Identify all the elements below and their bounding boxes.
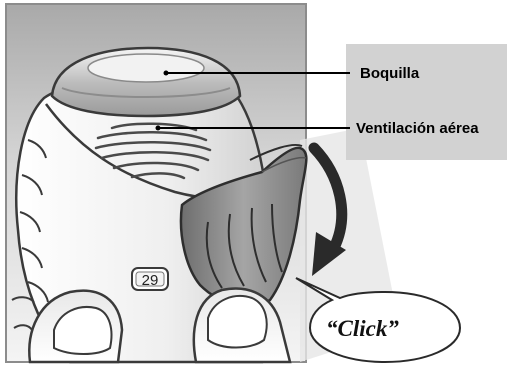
dose-counter-value: 29	[142, 272, 159, 289]
label-air-vent: Ventilación aérea	[356, 120, 479, 137]
label-mouthpiece: Boquilla	[360, 65, 420, 82]
click-text: “Click”	[326, 316, 399, 341]
dose-counter: 29	[132, 268, 168, 290]
